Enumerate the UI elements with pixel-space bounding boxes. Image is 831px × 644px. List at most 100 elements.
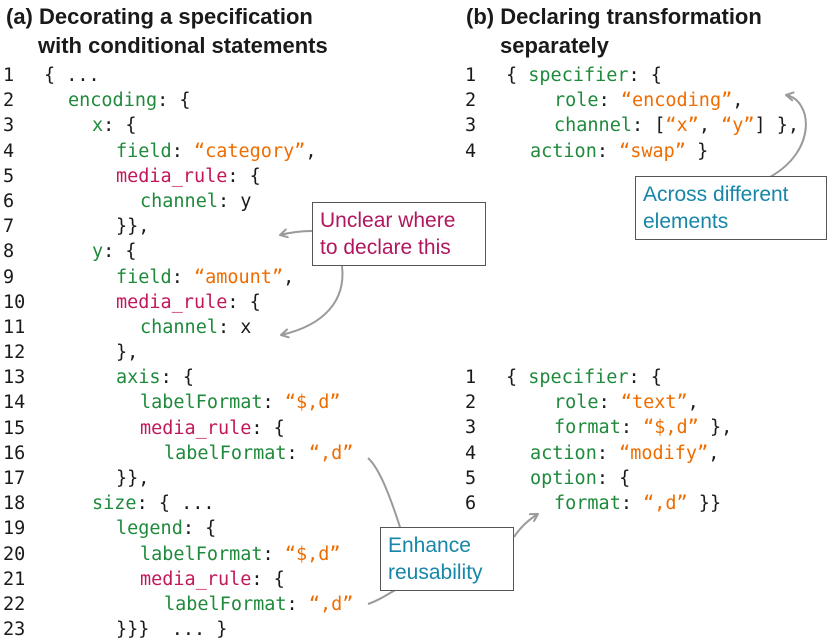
line-number: 2 — [465, 90, 477, 112]
punctuation: : { — [628, 65, 662, 86]
punctuation: : { — [227, 291, 261, 313]
callout-across-line-2: elements — [643, 210, 729, 233]
line-number: 4 — [465, 442, 477, 464]
punctuation: : { — [628, 367, 662, 388]
arrow-to-line-11 — [280, 265, 344, 339]
property-key: axis — [116, 367, 161, 389]
panel-b-modify-line-1: 1{ specifier: { — [465, 365, 732, 390]
panel-a-line-3: 3 x: { — [3, 113, 353, 138]
punctuation: { ... — [44, 65, 100, 86]
property-key: media_rule — [140, 568, 252, 590]
line-number: 3 — [3, 115, 15, 137]
callout-unclear-line-2: to declare this — [320, 236, 451, 259]
punctuation: : — [171, 140, 194, 162]
property-key: x — [92, 115, 104, 137]
property-key: legend — [116, 518, 183, 540]
line-number: 3 — [465, 417, 477, 439]
punctuation: : — [596, 140, 620, 162]
callout-unclear-where: Unclear where to declare this — [312, 202, 486, 266]
punctuation: : { — [251, 568, 285, 590]
property-key: labelFormat — [140, 392, 263, 414]
line-number: 13 — [3, 367, 26, 389]
line-number: 14 — [3, 392, 26, 414]
property-key: channel — [554, 115, 632, 137]
property-key: y — [92, 241, 104, 263]
punctuation: }, — [116, 342, 139, 364]
punctuation: ] }, — [754, 115, 800, 137]
line-number: 3 — [465, 115, 477, 137]
string-literal: “swap” — [619, 140, 686, 162]
line-number: 1 — [3, 65, 15, 86]
line-number: 8 — [3, 241, 15, 263]
punctuation: : y — [217, 190, 252, 212]
property-key: labelFormat — [140, 543, 263, 565]
punctuation: : { — [103, 115, 137, 137]
punctuation: { — [506, 65, 529, 86]
property-key: option — [530, 467, 597, 489]
line-number: 11 — [3, 316, 26, 338]
panel-a-line-12: 12}, — [3, 340, 353, 365]
callout-reusability-line-1: Enhance — [388, 534, 471, 557]
punctuation: : — [286, 593, 309, 615]
punctuation: , — [687, 392, 699, 414]
callout-across-elements: Across different elements — [635, 176, 827, 240]
punctuation: : — [596, 442, 620, 464]
line-number: 17 — [3, 468, 26, 489]
line-number: 5 — [3, 165, 15, 187]
punctuation: : { — [182, 518, 217, 540]
line-number: 19 — [3, 518, 26, 540]
property-key: encoding — [68, 90, 158, 112]
property-key: size — [92, 493, 137, 515]
punctuation: }} — [687, 492, 722, 514]
string-literal: “,d” — [308, 593, 354, 615]
property-key: action — [530, 442, 597, 464]
panel-a-line-19: 19 legend: { — [3, 516, 353, 541]
string-literal: “modify” — [619, 442, 709, 464]
line-number: 1 — [465, 65, 477, 86]
string-literal: “x” — [665, 115, 699, 137]
property-key: role — [554, 392, 599, 414]
panel-a-line-17: 17}}, — [3, 466, 353, 491]
property-key: field — [116, 140, 172, 162]
line-number: 22 — [3, 593, 26, 615]
panel-a-heading: (a) Decorating a specification with cond… — [6, 2, 328, 60]
line-number: 12 — [3, 342, 26, 364]
arrow-to-block-1 — [769, 91, 807, 178]
property-key: role — [554, 90, 599, 112]
line-number: 20 — [3, 543, 26, 565]
punctuation: : — [620, 492, 644, 514]
line-number: 23 — [3, 619, 26, 641]
line-number: 7 — [3, 216, 15, 238]
punctuation: : — [598, 392, 621, 414]
string-literal: “,d” — [643, 492, 688, 514]
panel-b-heading-line-2: separately — [500, 33, 609, 58]
line-number: 2 — [465, 392, 477, 414]
punctuation: } — [685, 140, 709, 162]
punctuation: : — [171, 266, 194, 288]
line-number: 6 — [3, 190, 15, 212]
string-literal: “$,d” — [284, 543, 341, 565]
line-number: 10 — [3, 291, 26, 313]
property-key: labelFormat — [164, 442, 287, 464]
punctuation: , — [732, 90, 744, 112]
arrow-to-block-2-line-6 — [513, 513, 539, 538]
panel-b-heading: (b) Declaring transformation separately — [466, 2, 762, 60]
callout-across-line-1: Across different — [643, 183, 789, 206]
line-number: 15 — [3, 417, 26, 439]
property-key: media_rule — [116, 165, 228, 187]
panel-b-heading-line-1: (b) Declaring transformation — [466, 4, 762, 29]
